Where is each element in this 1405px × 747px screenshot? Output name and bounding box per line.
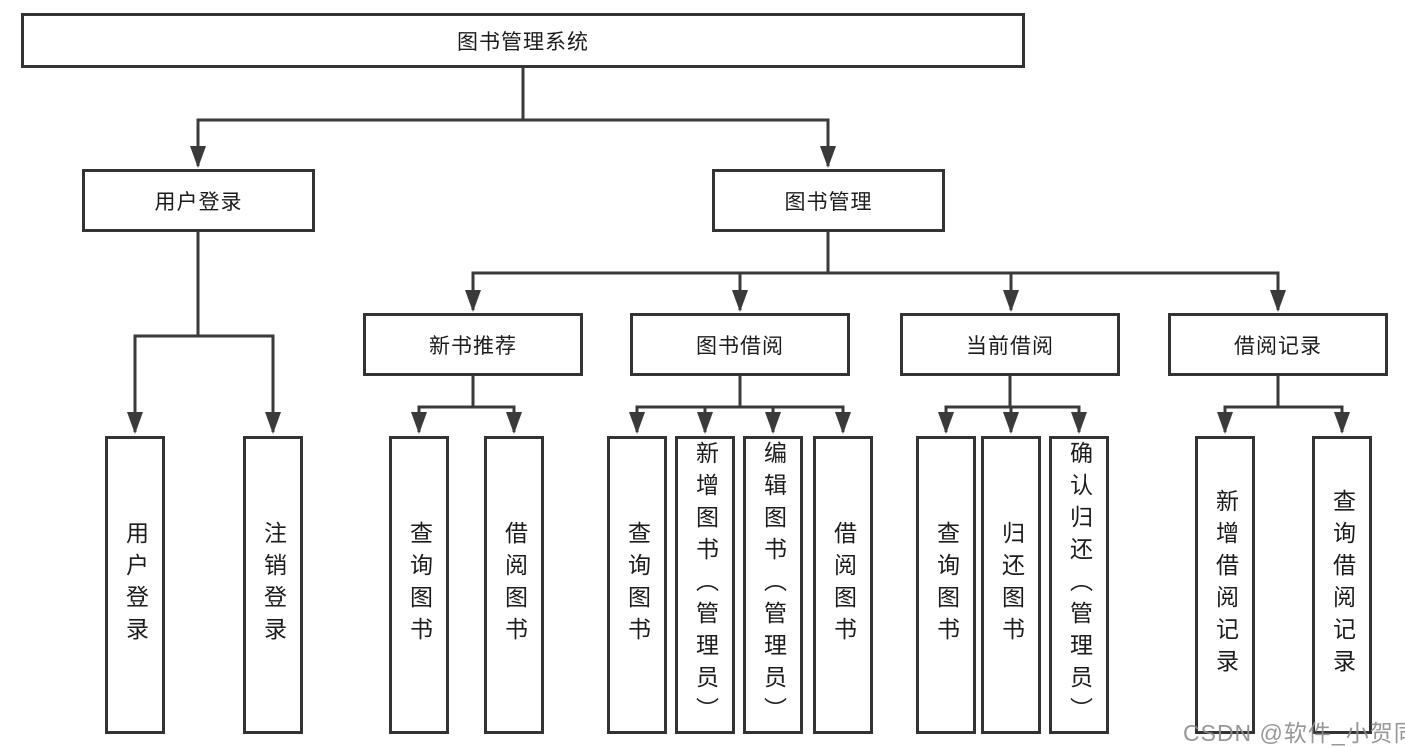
- node-root-system-label: 图书管理系统: [457, 30, 589, 54]
- leaf-confirm-return-admin: 确认归还（管理员）: [1049, 436, 1109, 734]
- node-new-book-recommend-label: 新书推荐: [429, 334, 517, 358]
- leaf-query-book-current-label: 查询图书: [933, 521, 960, 649]
- connector-borrow-records-to-leaves: [1217, 376, 1350, 434]
- connector-new-book-to-leaves: [411, 376, 522, 434]
- connector-current-borrow-to-leaves: [938, 376, 1087, 434]
- leaf-query-book-borrow: 查询图书: [607, 436, 667, 734]
- node-current-borrow-label: 当前借阅: [966, 334, 1054, 358]
- node-book-management: 图书管理: [712, 169, 945, 232]
- csdn-watermark: CSDN @软件_小贺同学: [1183, 720, 1405, 746]
- leaf-return-book-label: 归还图书: [998, 521, 1025, 649]
- leaf-return-book: 归还图书: [981, 436, 1041, 734]
- node-root-system: 图书管理系统: [21, 13, 1025, 68]
- leaf-user-login-label: 用户登录: [122, 521, 149, 649]
- node-book-management-label: 图书管理: [784, 190, 873, 214]
- leaf-query-borrow-record-label: 查询借阅记录: [1329, 489, 1356, 681]
- connector-book-borrow-to-leaves: [629, 376, 851, 434]
- node-borrow-records-label: 借阅记录: [1234, 334, 1322, 358]
- node-book-borrow: 图书借阅: [630, 313, 850, 376]
- leaf-query-book-borrow-label: 查询图书: [624, 521, 651, 649]
- leaf-add-book-admin-label: 新增图书（管理员）: [692, 441, 719, 729]
- leaf-query-book-current: 查询图书: [916, 436, 976, 734]
- node-book-borrow-label: 图书借阅: [696, 334, 784, 358]
- connector-user-login-to-leaves: [127, 232, 281, 434]
- leaf-add-borrow-record: 新增借阅记录: [1195, 436, 1255, 734]
- leaf-edit-book-admin-label: 编辑图书（管理员）: [760, 441, 787, 729]
- leaf-logout-label: 注销登录: [260, 521, 287, 649]
- node-new-book-recommend: 新书推荐: [363, 313, 583, 376]
- leaf-query-book-recommend: 查询图书: [389, 436, 449, 734]
- connector-book-management-to-level3: [465, 232, 1286, 312]
- leaf-borrow-book-recommend-label: 借阅图书: [501, 521, 528, 649]
- leaf-borrow-book-label: 借阅图书: [830, 521, 857, 649]
- leaf-user-login: 用户登录: [105, 436, 165, 734]
- leaf-add-borrow-record-label: 新增借阅记录: [1212, 489, 1239, 681]
- leaf-query-borrow-record: 查询借阅记录: [1312, 436, 1372, 734]
- leaf-add-book-admin: 新增图书（管理员）: [675, 436, 735, 734]
- leaf-edit-book-admin: 编辑图书（管理员）: [743, 436, 803, 734]
- node-current-borrow: 当前借阅: [900, 313, 1120, 376]
- node-user-login-label: 用户登录: [154, 190, 243, 214]
- leaf-borrow-book: 借阅图书: [813, 436, 873, 734]
- node-borrow-records: 借阅记录: [1168, 313, 1388, 376]
- leaf-query-book-recommend-label: 查询图书: [406, 521, 433, 649]
- leaf-logout: 注销登录: [243, 436, 303, 734]
- leaf-borrow-book-recommend: 借阅图书: [484, 436, 544, 734]
- leaf-confirm-return-admin-label: 确认归还（管理员）: [1066, 441, 1093, 729]
- node-user-login: 用户登录: [82, 169, 315, 232]
- connector-root-to-level2: [190, 68, 836, 168]
